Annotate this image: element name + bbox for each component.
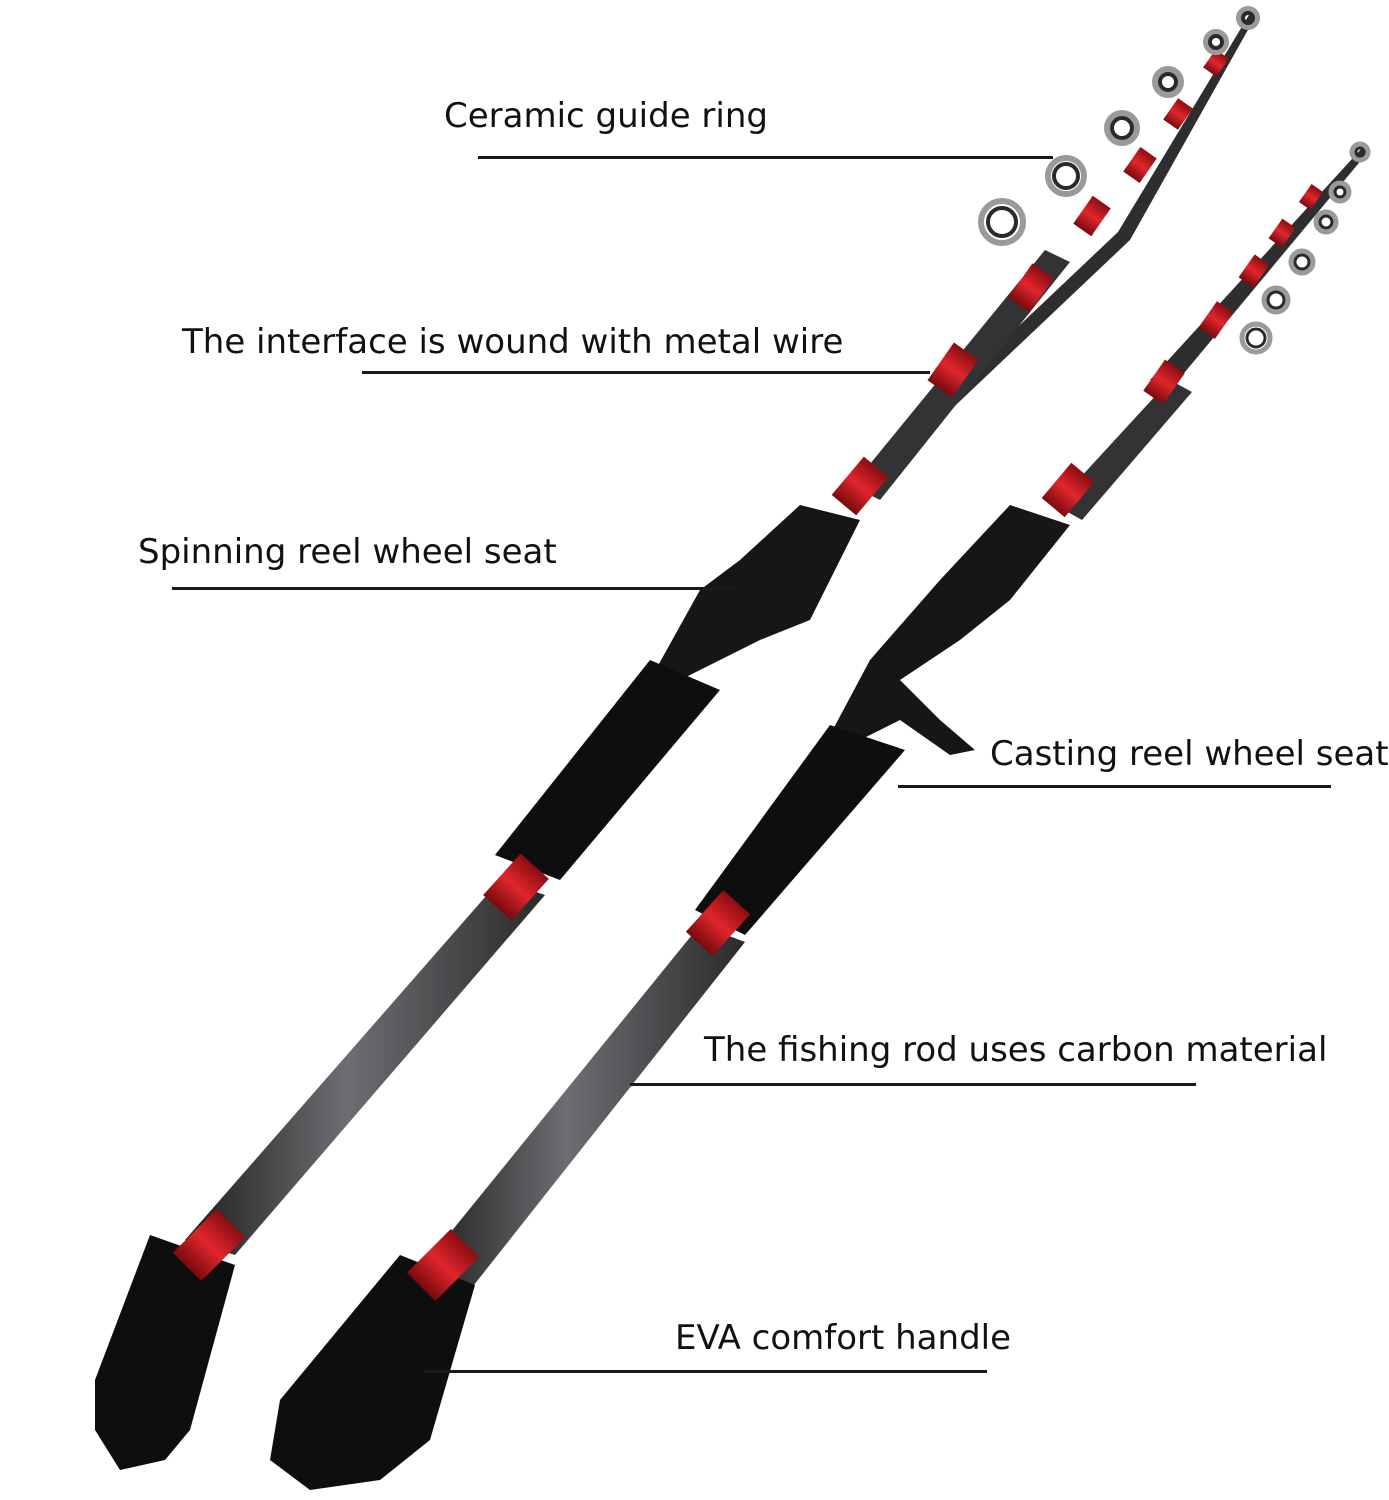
callout-spinning-reel-seat: Spinning reel wheel seat [138, 532, 557, 572]
rod-blank-lower-right [420, 925, 745, 1290]
callout-carbon-material: The fishing rod uses carbon material [704, 1030, 1328, 1070]
leader-carbon-material [630, 1083, 1196, 1086]
leader-casting-reel-seat [898, 785, 1331, 788]
fore-grip-eva-right [695, 725, 905, 935]
callout-casting-reel-seat: Casting reel wheel seat [990, 734, 1389, 774]
casting-rod-icon [270, 141, 1371, 1490]
callout-ceramic-guide-ring: Ceramic guide ring [444, 96, 768, 136]
leader-interface-metal-wire [362, 371, 930, 374]
callout-interface-metal-wire: The interface is wound with metal wire [182, 322, 844, 362]
leader-eva-comfort-handle [423, 1370, 987, 1373]
leader-spinning-reel-seat [172, 587, 737, 590]
guide-rings-right [1239, 141, 1371, 355]
butt-grip-eva-right [270, 1255, 475, 1490]
callout-eva-comfort-handle: EVA comfort handle [675, 1318, 1012, 1358]
reel-seat-spinning [650, 505, 860, 680]
leader-ceramic-guide-ring [478, 156, 1053, 159]
fore-grip-eva [495, 660, 720, 880]
guide-rings-left [978, 6, 1260, 246]
ferrule-rings-left [172, 49, 1229, 1282]
spinning-rod-icon [95, 6, 1260, 1470]
ferrule-rings-right [406, 183, 1324, 1302]
reel-seat-casting [830, 505, 1070, 755]
rod-blank-lower [185, 880, 545, 1255]
butt-grip-eva [95, 1235, 235, 1470]
